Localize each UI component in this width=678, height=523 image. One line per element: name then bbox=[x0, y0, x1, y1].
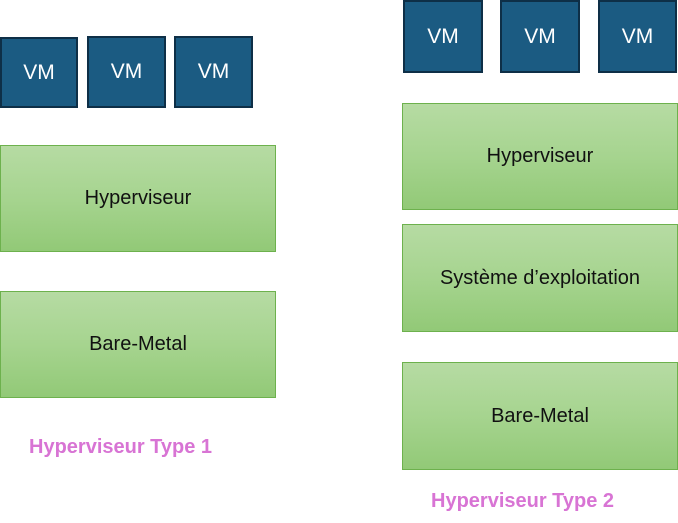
type1-vm-1: VM bbox=[0, 37, 78, 108]
type2-bare-metal-layer: Bare-Metal bbox=[402, 362, 678, 470]
type2-vm-3: VM bbox=[598, 0, 677, 73]
type1-vm-2: VM bbox=[87, 36, 166, 108]
type1-vm-3: VM bbox=[174, 36, 253, 108]
type1-hypervisor-layer: Hyperviseur bbox=[0, 145, 276, 252]
type2-vm-1: VM bbox=[403, 0, 483, 73]
type1-bare-metal-layer: Bare-Metal bbox=[0, 291, 276, 398]
type2-hypervisor-layer: Hyperviseur bbox=[402, 103, 678, 210]
type2-vm-2: VM bbox=[500, 0, 580, 73]
type1-caption: Hyperviseur Type 1 bbox=[29, 436, 213, 458]
type2-caption: Hyperviseur Type 2 bbox=[431, 490, 615, 512]
type2-os-layer: Système d’exploitation bbox=[402, 224, 678, 332]
